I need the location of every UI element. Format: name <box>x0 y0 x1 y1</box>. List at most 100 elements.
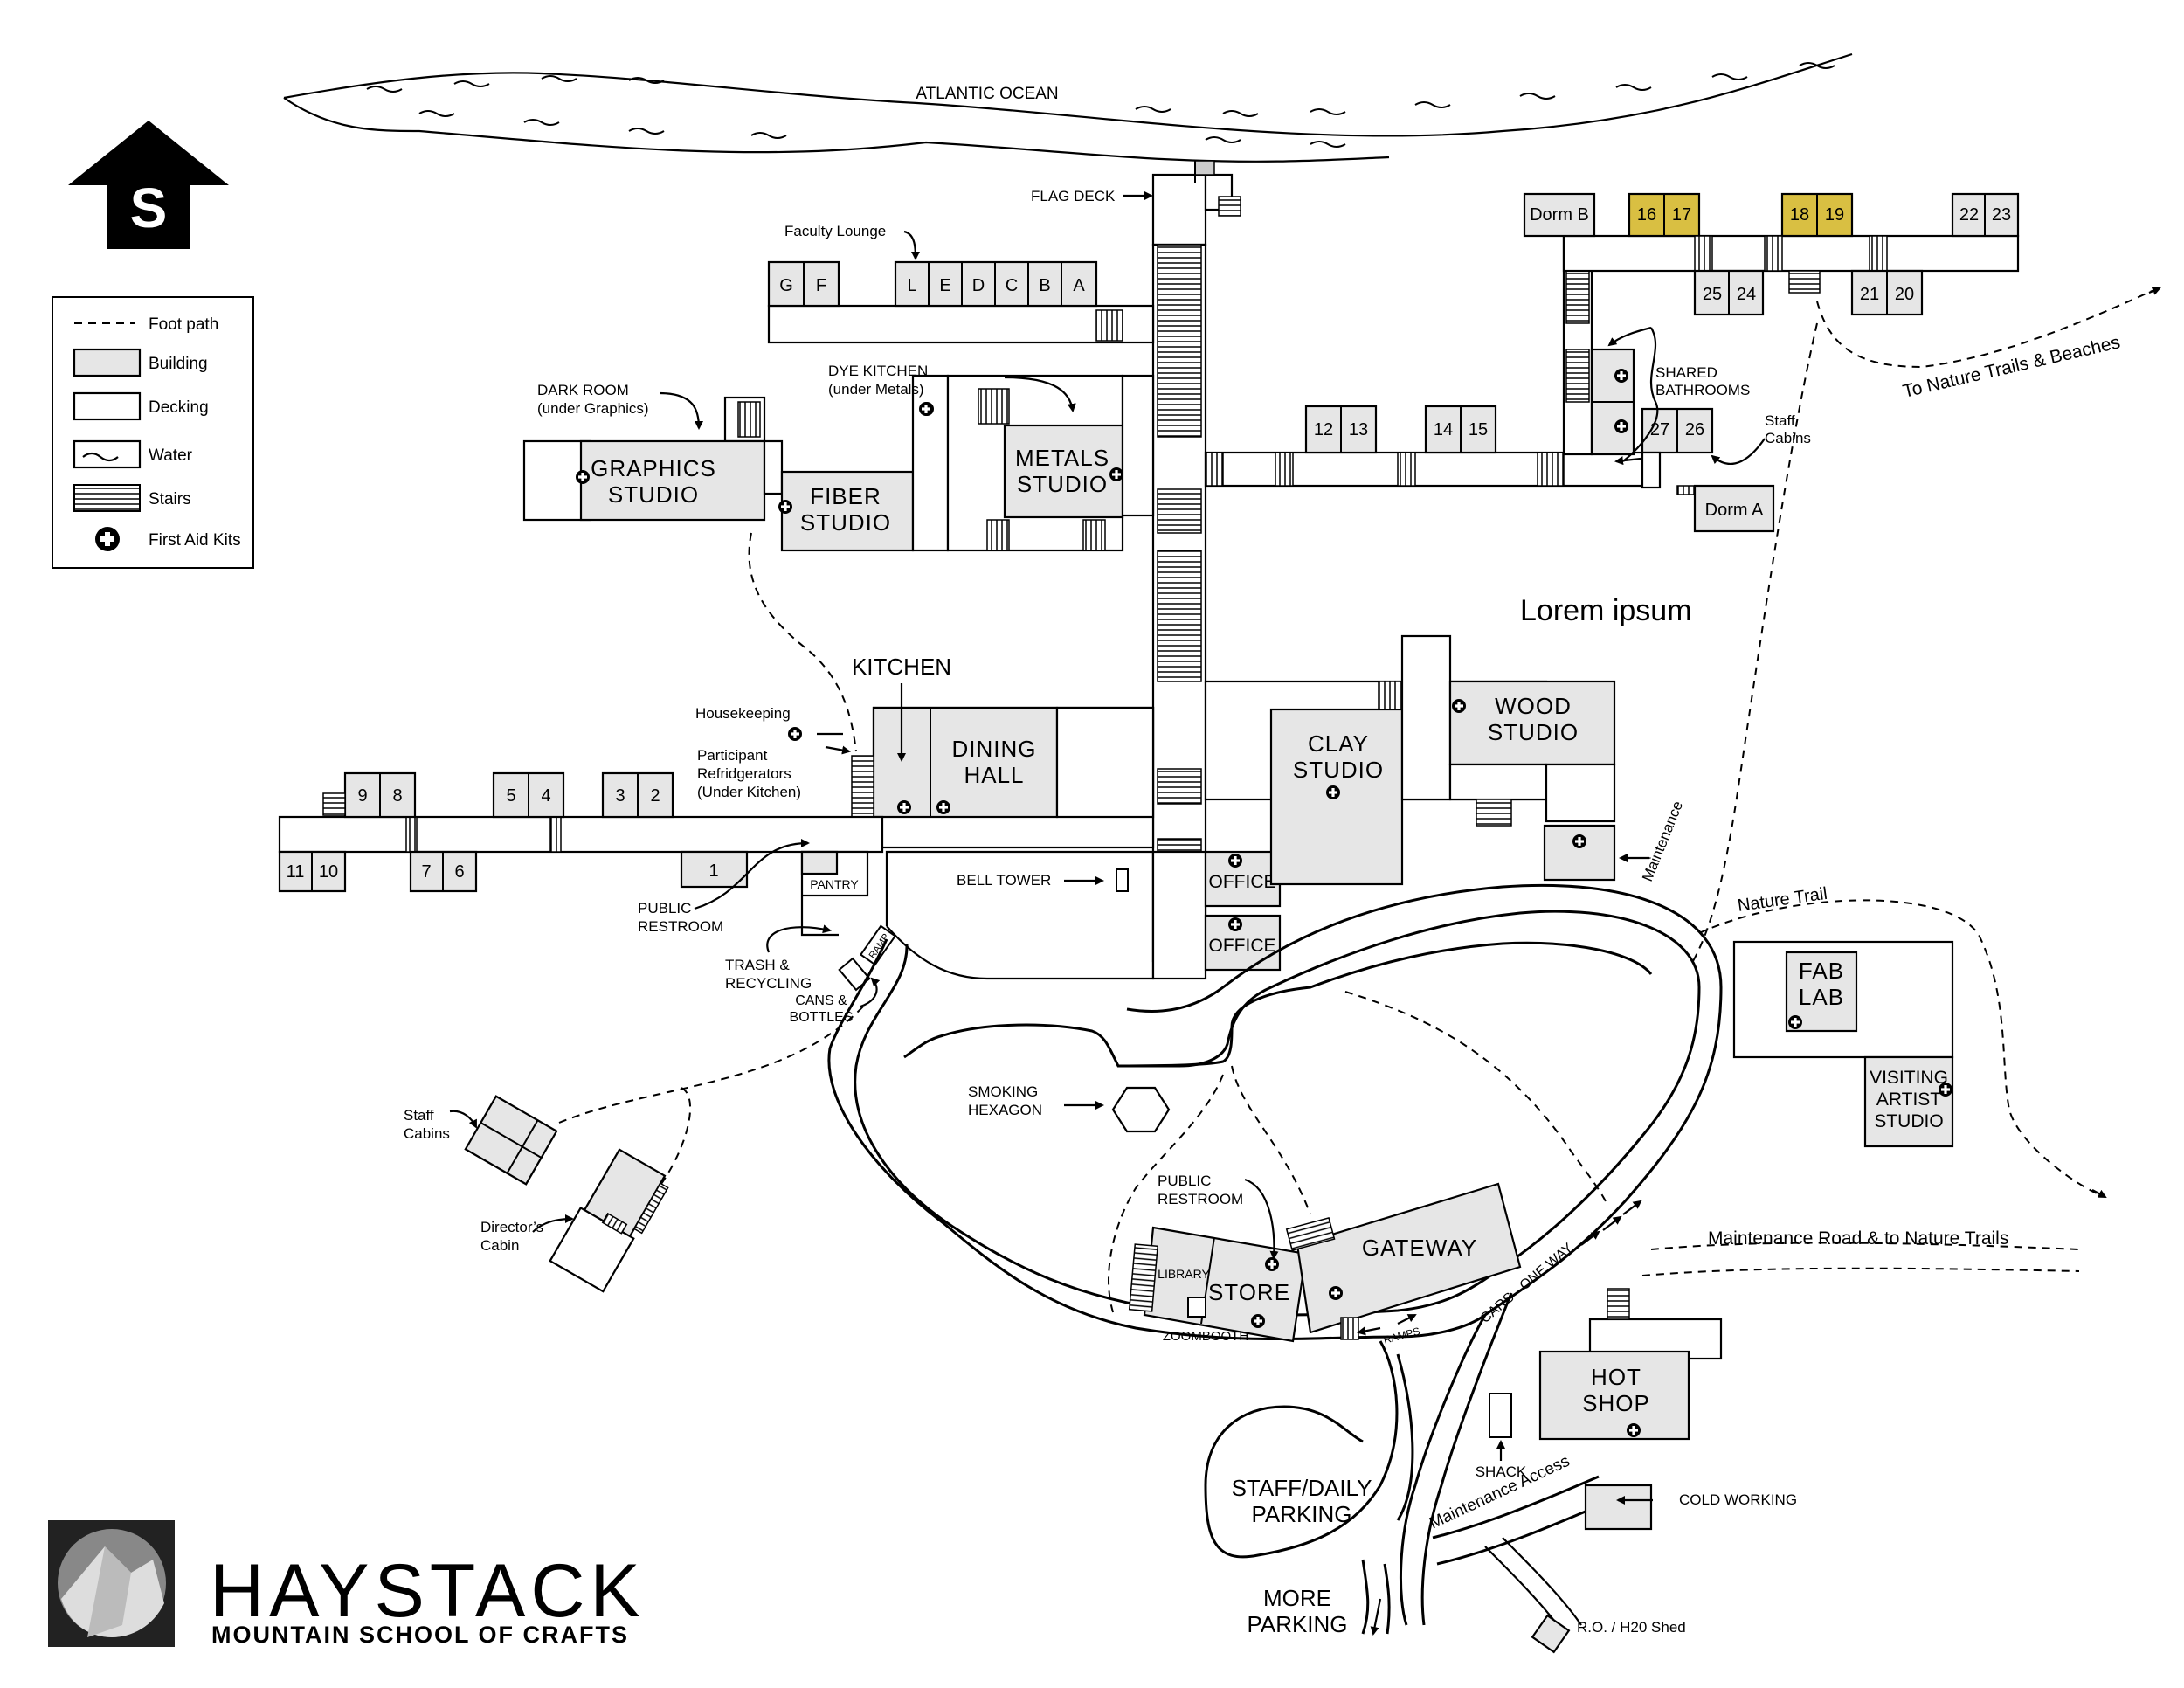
room-6: 6 <box>454 862 464 882</box>
housekeeping-label: Housekeeping <box>695 705 791 722</box>
room-F: F <box>816 276 826 295</box>
room-16: 16 <box>1637 205 1656 225</box>
library-label: LIBRARY <box>1158 1267 1210 1281</box>
shared-bathrooms-label-2: BATHROOMS <box>1655 382 1750 398</box>
staff-cabins-right-2: Cabins <box>1765 430 1811 446</box>
room-9: 9 <box>357 786 367 806</box>
bell-tower-label: BELL TOWER <box>957 872 1051 889</box>
faculty-lounge-label: Faculty Lounge <box>784 223 886 239</box>
dorm-a-label: Dorm A <box>1705 501 1764 520</box>
graphics-studio-line2: STUDIO <box>608 481 699 508</box>
legend-decking: Decking <box>149 398 209 417</box>
dark-room-label-2: (under Graphics) <box>537 400 649 417</box>
legend-foot-path: Foot path <box>149 315 218 334</box>
cold-working-label: COLD WORKING <box>1679 1491 1797 1508</box>
legend: Foot path Building Decking Water Stairs … <box>52 296 254 569</box>
ocean-label: ATLANTIC OCEAN <box>916 85 1058 103</box>
room-E: E <box>939 276 950 295</box>
fab-lab-area <box>1732 940 1954 1148</box>
room-L: L <box>907 276 916 295</box>
room-20: 20 <box>1895 285 1914 304</box>
room-25: 25 <box>1703 285 1722 304</box>
ocean: ATLANTIC OCEAN <box>283 52 1853 163</box>
directors-cabin-2: Cabin <box>480 1237 519 1254</box>
room-8: 8 <box>392 786 402 806</box>
public-restroom-label-1: PUBLIC <box>638 900 691 917</box>
participant-label-2: Refridgerators <box>697 765 791 782</box>
visiting-artist-line2: ARTIST <box>1876 1090 1941 1110</box>
room-17: 17 <box>1672 205 1691 225</box>
hot-shop-line1: HOT <box>1591 1364 1641 1390</box>
cans-label-1: CANS & <box>795 993 847 1008</box>
room-14: 14 <box>1434 420 1453 439</box>
participant-label-1: Participant <box>697 747 768 764</box>
room-21: 21 <box>1860 285 1879 304</box>
wood-studio-line2: STUDIO <box>1488 719 1579 745</box>
logo-subtitle: MOUNTAIN SCHOOL OF CRAFTS <box>211 1622 629 1648</box>
room-7: 7 <box>421 862 431 882</box>
nature-trail-label: Nature Trail <box>1737 884 1828 916</box>
metals-studio-line1: METALS <box>1015 445 1109 471</box>
central-walkway <box>1151 160 1241 963</box>
room-5: 5 <box>506 786 515 806</box>
metals-studio-line2: STUDIO <box>1017 471 1108 497</box>
roads <box>827 883 2080 1635</box>
legend-building: Building <box>149 355 208 373</box>
legend-water: Water <box>149 446 193 465</box>
pantry-label: PANTRY <box>810 877 859 891</box>
dye-kitchen-label-2: (under Metals) <box>828 381 924 398</box>
lorem-label: Lorem ipsum <box>1520 594 1692 627</box>
staff-parking-line2: PARKING <box>1251 1501 1351 1527</box>
dining-hall-line1: DINING <box>952 736 1037 762</box>
fab-lab-line2: LAB <box>1799 984 1844 1010</box>
more-parking-line1: MORE <box>1263 1585 1331 1611</box>
clay-studio-line2: STUDIO <box>1293 757 1384 783</box>
smoking-label-2: HEXAGON <box>968 1102 1042 1118</box>
graphics-studio-line1: GRAPHICS <box>591 455 716 481</box>
room-13: 13 <box>1349 420 1368 439</box>
gateway-label: GATEWAY <box>1362 1235 1477 1261</box>
logo-name: HAYSTACK <box>210 1549 646 1633</box>
more-parking-line2: PARKING <box>1247 1611 1347 1637</box>
staff-cabins-right-1: Staff <box>1765 412 1795 429</box>
staff-parking-line1: STAFF/DAILY <box>1232 1475 1372 1501</box>
room-2: 2 <box>650 786 660 806</box>
dining-area <box>278 706 1155 897</box>
maintenance-label-right: Maintenance <box>1639 799 1686 883</box>
dining-hall-line2: HALL <box>964 762 1024 788</box>
trash-label-2: RECYCLING <box>725 975 812 992</box>
ro-shed-label: R.O. / H20 Shed <box>1577 1619 1686 1636</box>
room-23: 23 <box>1992 205 2011 225</box>
room-11: 11 <box>287 862 305 882</box>
haystack-logo <box>48 1520 175 1647</box>
visiting-artist-line3: STUDIO <box>1874 1111 1943 1131</box>
flag-deck-label: FLAG DECK <box>1031 188 1116 204</box>
public-restroom-label-2: RESTROOM <box>638 918 723 935</box>
public-restroom-store-2: RESTROOM <box>1158 1191 1243 1207</box>
studios-upper <box>522 374 1155 552</box>
directors-cabin-1: Director’s <box>480 1219 543 1235</box>
shack-label: SHACK <box>1476 1463 1527 1480</box>
visiting-artist-line1: VISITING <box>1870 1068 1948 1088</box>
office-block <box>800 850 1282 980</box>
room-27: 27 <box>1650 420 1669 439</box>
hot-shop <box>1489 1288 1723 1654</box>
dark-room-label-1: DARK ROOM <box>537 382 629 398</box>
fiber-studio-line1: FIBER <box>810 483 881 509</box>
wood-studio-line1: WOOD <box>1495 693 1572 719</box>
dye-kitchen-label-1: DYE KITCHEN <box>828 363 928 379</box>
clay-wood <box>1204 634 1616 886</box>
compass-arrow: S <box>68 121 229 249</box>
room-4: 4 <box>541 786 550 806</box>
right-walkway <box>1204 192 2020 533</box>
clay-studio-line1: CLAY <box>1308 730 1369 757</box>
store-label: STORE <box>1208 1279 1290 1305</box>
fiber-studio-line2: STUDIO <box>800 509 891 536</box>
staff-cabins-left <box>464 1095 669 1293</box>
zoombooth-label: ZOOMBOOTH <box>1163 1329 1248 1344</box>
room-A: A <box>1073 276 1085 295</box>
room-19: 19 <box>1825 205 1844 225</box>
kitchen-label: KITCHEN <box>852 654 951 680</box>
nature-trails-beaches-label: To Nature Trails & Beaches <box>1901 332 2122 402</box>
